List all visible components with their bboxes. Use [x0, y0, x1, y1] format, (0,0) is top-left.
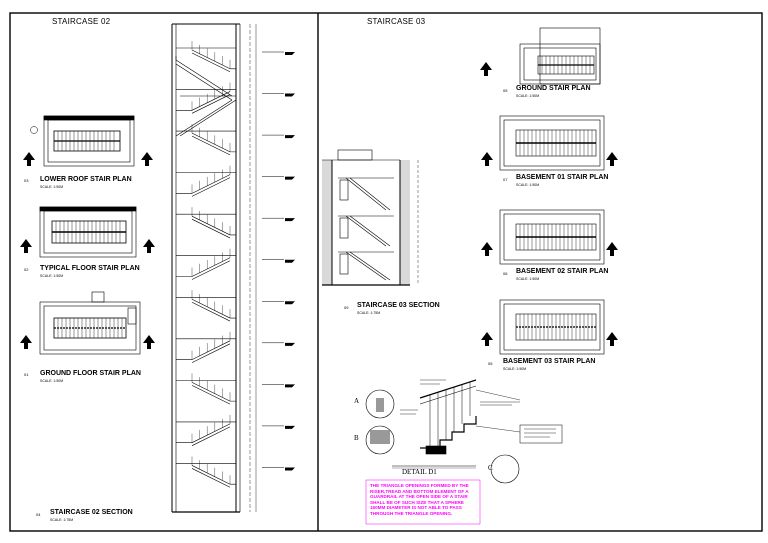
- plan-title-ground-floor: GROUND FLOOR STAIR PLAN: [40, 370, 141, 377]
- plan-typical-floor: [39, 206, 137, 258]
- plan-ground-floor: [39, 291, 141, 355]
- section-scale: SCALE: 1:75M: [357, 311, 381, 315]
- north-arrow-icon: [143, 335, 155, 349]
- section-title-staircase-03: STAIRCASE 03 SECTION: [357, 302, 440, 309]
- plan-tag: 02: [24, 267, 29, 272]
- stair-flight: [176, 172, 236, 197]
- stair-flight: [176, 296, 236, 322]
- north-arrow-icon: [481, 152, 493, 166]
- plan-scale: SCALE: 1:50M: [516, 183, 540, 187]
- plan-scale: SCALE: 1:50M: [40, 274, 64, 278]
- level-mark: [285, 259, 295, 263]
- plan-scale: SCALE: 1:50M: [516, 94, 540, 98]
- level-mark: [285, 467, 295, 471]
- stair-flight: [176, 255, 236, 280]
- stair-flight: [176, 130, 236, 156]
- section-level-marks: [262, 51, 295, 471]
- plan-lower-roof: [43, 115, 135, 167]
- plan-scale: SCALE: 1:50M: [503, 367, 527, 371]
- plan-tag: 03: [24, 178, 29, 183]
- level-mark: [285, 218, 295, 222]
- plan-scale: SCALE: 1:50M: [40, 379, 64, 383]
- section-tag: 04: [36, 512, 41, 517]
- north-arrow-icon: [481, 332, 493, 346]
- plan-scale: SCALE: 1:50M: [516, 277, 540, 281]
- detail-callout-c: C: [488, 464, 493, 472]
- plan-tag: 06: [503, 271, 508, 276]
- north-arrow-icon: [606, 152, 618, 166]
- detail-annotation-lines: [400, 379, 556, 438]
- plan-title-basement-03: BASEMENT 03 STAIR PLAN: [503, 358, 596, 365]
- north-arrow-icon: [143, 239, 155, 253]
- detail-d1-drawing: [365, 379, 563, 484]
- level-mark: [285, 425, 295, 429]
- section-staircase-03: [322, 149, 419, 286]
- stair-flight: [176, 338, 236, 363]
- north-arrow-icon: [23, 152, 35, 166]
- plan-tag: 05: [488, 361, 493, 366]
- level-mark: [285, 52, 295, 55]
- section-tag: 09: [344, 305, 349, 310]
- north-arrow-icon: [480, 62, 492, 76]
- plan-tag: 01: [24, 372, 29, 377]
- plan-title-typical: TYPICAL FLOOR STAIR PLAN: [40, 265, 140, 272]
- stair-flight: [176, 380, 236, 405]
- north-arrow-icon: [20, 335, 32, 349]
- level-mark: [285, 342, 295, 346]
- level-mark: [285, 301, 295, 305]
- sheet-title-left: STAIRCASE 02: [52, 17, 111, 26]
- detail-callout-b: B: [354, 434, 359, 442]
- level-mark: [285, 93, 295, 97]
- stair-flight: [176, 463, 236, 488]
- section-staircase-02: [171, 23, 257, 513]
- north-arrow-icon: [606, 332, 618, 346]
- level-mark: [285, 135, 295, 139]
- detail-callout-a: A: [354, 397, 360, 405]
- stair-flight: [176, 421, 236, 446]
- north-arrow-icon: [20, 239, 32, 253]
- north-arrow-icon: [141, 152, 153, 166]
- detail-title: DETAIL D1: [402, 468, 437, 476]
- plan-title-lower-roof: LOWER ROOF STAIR PLAN: [40, 176, 132, 183]
- level-mark: [285, 384, 295, 388]
- sheet-border: [9, 12, 763, 532]
- stair-flight: [176, 89, 236, 114]
- stair-flight: [176, 213, 236, 239]
- plan-title-basement-01: BASEMENT 01 STAIR PLAN: [516, 174, 609, 181]
- stair-flight: [176, 47, 236, 73]
- plan-tag: 05: [503, 88, 508, 93]
- north-arrow-icon: [606, 242, 618, 256]
- plan-title-basement-02: BASEMENT 02 STAIR PLAN: [516, 268, 609, 275]
- level-mark: [285, 176, 295, 180]
- grid-marker-circle: [30, 126, 38, 134]
- section-title-staircase-02: STAIRCASE 02 SECTION: [50, 509, 133, 516]
- plan-scale: SCALE: 1:50M: [40, 185, 64, 189]
- section-scale: SCALE: 1:75M: [50, 518, 74, 522]
- plan-tag: 07: [503, 177, 508, 182]
- note-box: [365, 479, 481, 525]
- north-arrow-icon: [481, 242, 493, 256]
- plan-title-ground-stair: GROUND STAIR PLAN: [516, 85, 591, 92]
- plan-treads: [519, 56, 593, 340]
- plan-ground-stair: [519, 27, 601, 85]
- guardrail-note: THE TRIANGLE OPENINGS FORMED BY THE RISE…: [370, 483, 469, 516]
- section-flights: [176, 41, 236, 488]
- sheet-title-right: STAIRCASE 03: [367, 17, 426, 26]
